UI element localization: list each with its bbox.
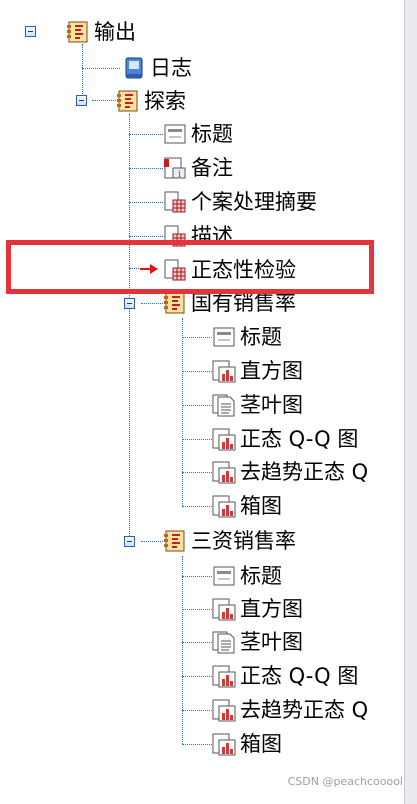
collapse-toggle-group2[interactable] [124,536,135,547]
tree-node-label: 去趋势正态 Q [240,460,369,484]
tree-line [182,337,212,338]
tree-line [182,405,212,406]
tree-line [182,318,183,506]
tree-node-label: 茎叶图 [240,630,303,654]
notes-info-icon: i [164,157,186,180]
tree-line [82,68,120,69]
tree-line [129,168,163,169]
chart-icon [212,598,236,621]
tree-node-label: 箱图 [240,732,282,756]
tree-line [182,472,212,473]
tree-line [182,556,183,744]
tree-node-explore[interactable]: 探索 [116,86,186,116]
chart-icon [212,461,236,484]
tree-node-g2-stemleaf[interactable]: 茎叶图 [212,627,303,657]
document-icon [212,394,235,417]
tree-node-label: 个案处理摘要 [191,190,317,214]
tree-node-output[interactable]: 输出 [66,17,136,47]
table-icon [164,191,186,213]
title-page-icon [213,566,235,586]
tree-node-group1[interactable]: 国有销售率 [163,288,296,318]
tree-node-g2-title[interactable]: 标题 [212,561,282,591]
tree-node-label: 去趋势正态 Q [240,698,369,722]
explore-folder-icon [117,90,138,112]
tree-node-case-summary[interactable]: 个案处理摘要 [163,187,317,217]
svg-text:i: i [178,170,181,180]
tree-node-label: 备注 [191,156,233,180]
tree-line [129,236,163,237]
selected-arrow-icon [140,264,158,274]
table-icon [164,259,186,281]
tree-line [129,134,163,135]
tree-node-title[interactable]: 标题 [163,119,233,149]
tree-node-g2-boxplot[interactable]: 箱图 [212,729,282,759]
tree-node-label: 输出 [94,20,136,44]
tree-node-label: 三资销售率 [191,529,296,553]
tree-line [129,202,163,203]
tree-line [141,541,163,542]
group-folder-icon [164,530,185,552]
tree-line [129,114,130,542]
tree-node-label: 直方图 [240,597,303,621]
collapse-toggle-group1[interactable] [124,298,135,309]
tree-line [182,676,212,677]
tree-node-log[interactable]: 日志 [122,53,192,83]
tree-line [92,100,116,101]
chart-icon [212,665,236,688]
collapse-toggle-output[interactable] [25,26,36,37]
selection-highlight-box [6,240,374,294]
tree-node-label: 茎叶图 [240,393,303,417]
tree-line [129,268,141,269]
tree-line [182,576,212,577]
tree-node-label: 箱图 [240,494,282,518]
tree-line [182,371,212,372]
chart-icon [212,699,236,722]
watermark-text: CSDN @peachcooool [287,775,403,788]
chart-icon [212,733,236,756]
chart-icon [212,360,236,383]
tree-node-g1-stemleaf[interactable]: 茎叶图 [212,390,303,420]
tree-node-group2[interactable]: 三资销售率 [163,526,296,556]
tree-node-g1-boxplot[interactable]: 箱图 [212,491,282,521]
title-page-icon [213,327,235,347]
tree-node-g1-histogram[interactable]: 直方图 [212,356,303,386]
tree-node-label: 探索 [144,89,186,113]
tree-line [82,44,83,100]
tree-line [182,506,212,507]
group-folder-icon [164,292,185,314]
output-folder-icon [67,21,88,43]
document-icon [212,631,235,654]
chart-icon [212,495,236,518]
tree-line [182,439,212,440]
tree-node-label: 直方图 [240,359,303,383]
tree-node-label: 正态 Q-Q 图 [240,427,359,451]
tree-line [141,303,163,304]
tree-node-g1-detrended-qq[interactable]: 去趋势正态 Q [212,457,368,487]
tree-node-label: 标题 [240,564,282,588]
tree-node-g2-detrended-qq[interactable]: 去趋势正态 Q [212,695,368,725]
tree-node-label: 正态性检验 [191,258,296,282]
tree-line [182,609,212,610]
log-book-icon [125,57,143,79]
tree-line [182,642,212,643]
tree-node-normality-test[interactable]: 正态性检验 [163,255,296,285]
tree-node-label: 国有销售率 [191,291,296,315]
tree-line [182,710,212,711]
vertical-scrollbar[interactable] [404,0,417,804]
tree-node-label: 标题 [240,325,282,349]
chart-icon [212,428,236,451]
tree-node-g1-title[interactable]: 标题 [212,322,282,352]
tree-node-label: 标题 [191,122,233,146]
tree-node-notes[interactable]: i 备注 [163,153,233,183]
tree-node-label: 日志 [150,56,192,80]
tree-line [182,744,212,745]
output-navigator-tree: 输出 日志 探索 标题 i 备注 [6,17,374,759]
collapse-toggle-explore[interactable] [76,95,87,106]
tree-node-g1-qq[interactable]: 正态 Q-Q 图 [212,424,358,454]
title-page-icon [164,124,186,144]
tree-node-g2-histogram[interactable]: 直方图 [212,594,303,624]
tree-node-label: 正态 Q-Q 图 [240,664,359,688]
tree-node-g2-qq[interactable]: 正态 Q-Q 图 [212,661,358,691]
